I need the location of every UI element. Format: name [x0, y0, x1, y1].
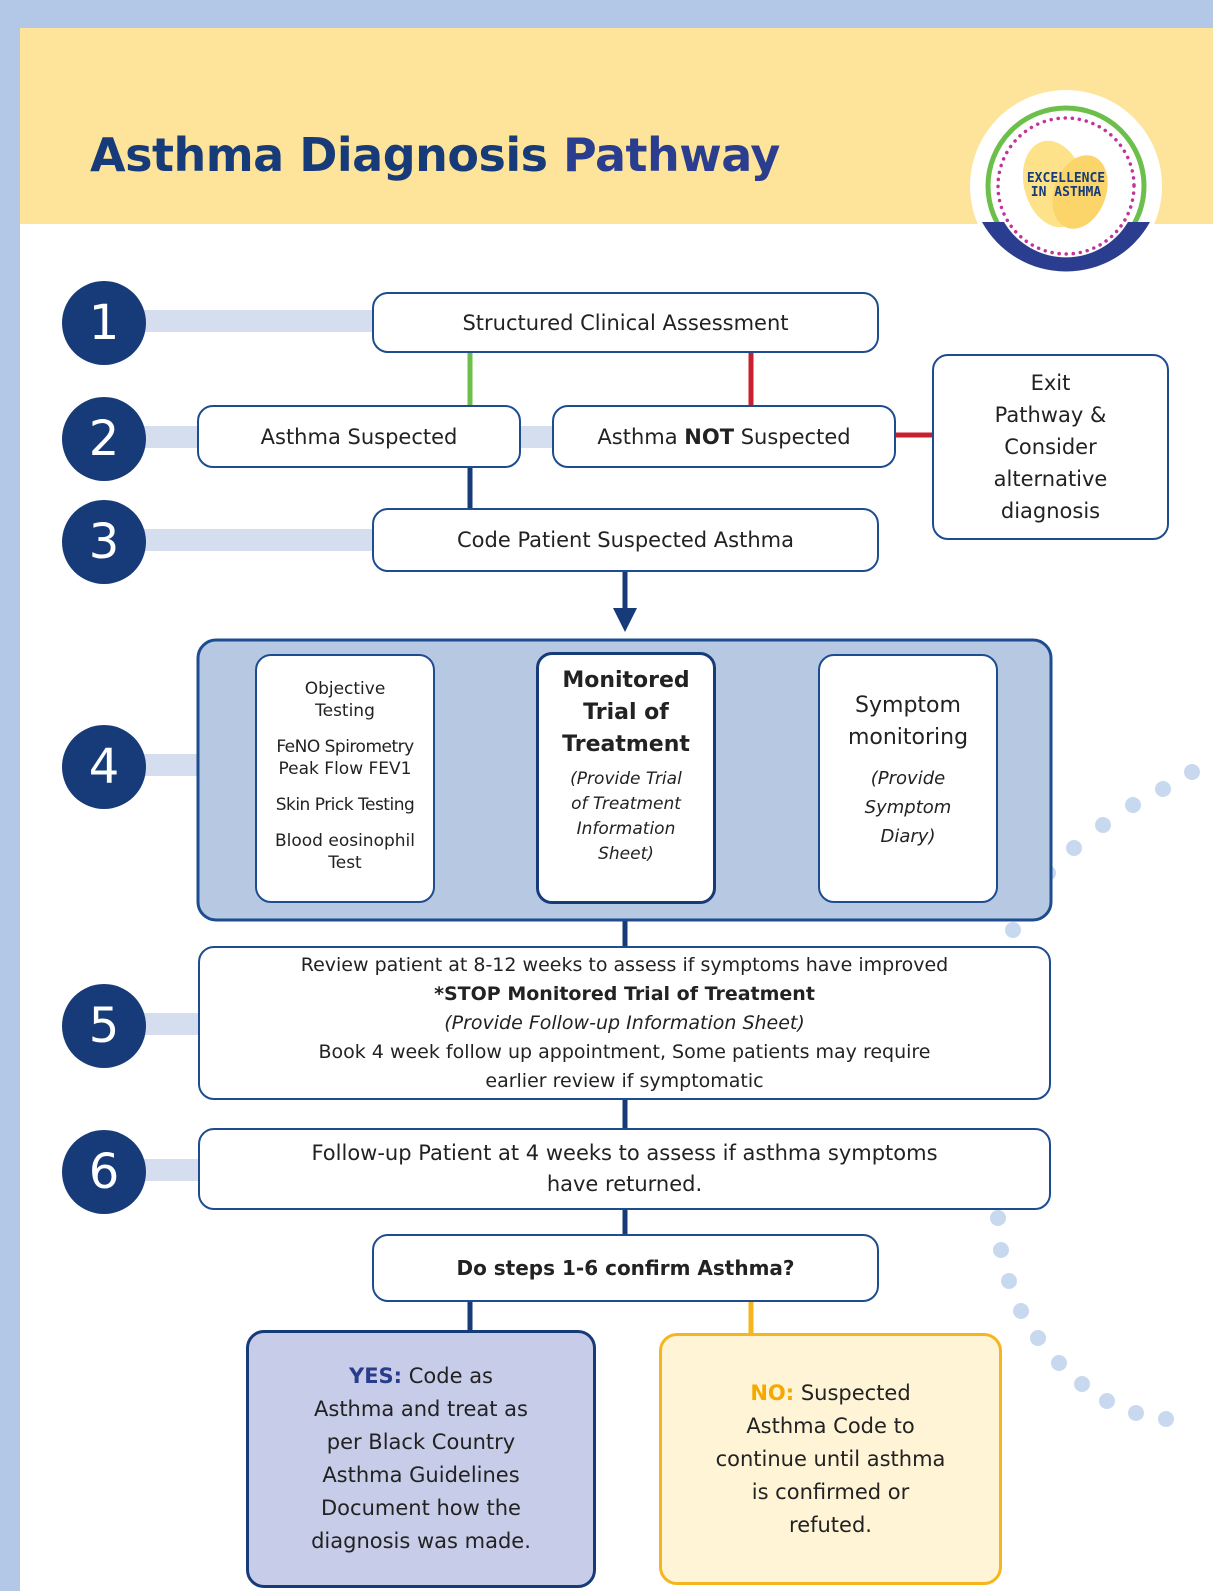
- objective-title-2: Testing: [315, 701, 375, 721]
- exit-pathway-box: Exit Pathway & Consider alternative diag…: [932, 354, 1169, 540]
- symptom-title-1: Symptom: [855, 693, 961, 718]
- not-suspected-pre: Asthma: [597, 424, 685, 449]
- no-outcome-box: NO: Suspected Asthma Code to continue un…: [659, 1333, 1002, 1585]
- yes-text-4: Document how the: [321, 1496, 521, 1520]
- logo-dotted-ring: [996, 116, 1136, 256]
- not-suspected-post: Suspected: [734, 424, 851, 449]
- no-text-0: Suspected: [794, 1380, 911, 1405]
- code-suspected-box: Code Patient Suspected Asthma: [372, 508, 879, 572]
- no-text-4: refuted.: [789, 1512, 872, 1537]
- page: Asthma Diagnosis Pathway EXCELLENCE IN A…: [20, 28, 1213, 1591]
- yes-text-2: per Black Country: [326, 1430, 516, 1454]
- review-line-1: Review patient at 8-12 weeks to assess i…: [300, 953, 949, 976]
- step-2-badge: 2: [62, 397, 146, 481]
- monitored-note-1: (Provide Trial: [570, 769, 682, 789]
- symptom-note-3: Diary): [880, 826, 936, 847]
- no-text-2: continue until asthma: [715, 1446, 946, 1471]
- exit-line-5: diagnosis: [1000, 499, 1101, 523]
- monitored-trial-box: Monitored Trial of Treatment (Provide Tr…: [536, 652, 716, 904]
- code-suspected-text: Code Patient Suspected Asthma: [457, 528, 794, 552]
- yes-text-3: Asthma Guidelines: [322, 1463, 520, 1487]
- logo-text-line2: IN ASTHMA: [1031, 185, 1102, 200]
- exit-line-3: Consider: [1004, 435, 1097, 459]
- yes-label: YES:: [349, 1364, 403, 1388]
- no-text-3: is confirmed or: [751, 1479, 910, 1504]
- follow-up-line-2: have returned.: [546, 1172, 703, 1196]
- no-label: NO:: [750, 1380, 795, 1405]
- symptom-monitoring-box: Symptom monitoring (Provide Symptom Diar…: [818, 654, 998, 903]
- structured-assessment-text: Structured Clinical Assessment: [462, 310, 789, 335]
- review-patient-box: Review patient at 8-12 weeks to assess i…: [198, 946, 1051, 1100]
- confirm-question-box: Do steps 1-6 confirm Asthma?: [372, 1234, 879, 1302]
- step-3-badge: 3: [62, 500, 146, 584]
- objective-tests-1: FeNO Spirometry: [276, 737, 414, 757]
- step-5-badge: 5: [62, 984, 146, 1068]
- confirm-question-text: Do steps 1-6 confirm Asthma?: [456, 1256, 795, 1280]
- title-part-1: Asthma Diagnosis: [90, 128, 564, 182]
- arrow-down-head: [613, 608, 637, 632]
- objective-testing-box: Objective Testing FeNO Spirometry Peak F…: [255, 654, 435, 903]
- step-6-badge: 6: [62, 1130, 146, 1214]
- asthma-not-suspected-box: Asthma NOT Suspected: [552, 405, 896, 468]
- title-part-2: Pathway: [563, 128, 780, 182]
- excellence-in-asthma-logo: EXCELLENCE IN ASTHMA CHILDREN & YOUNG PE…: [970, 90, 1162, 295]
- review-line-2: *STOP Monitored Trial of Treatment: [434, 982, 815, 1005]
- monitored-title-1: Monitored: [562, 668, 690, 693]
- review-line-4: Book 4 week follow up appointment, Some …: [318, 1040, 931, 1063]
- symptom-note-1: (Provide: [870, 768, 946, 789]
- objective-blood-2: Test: [328, 853, 362, 873]
- exit-line-2: Pathway &: [994, 403, 1107, 427]
- asthma-suspected-text: Asthma Suspected: [260, 424, 458, 449]
- review-line-3: (Provide Follow-up Information Sheet): [444, 1011, 805, 1034]
- logo-blue-band: [982, 222, 1150, 272]
- yes-text-1: Asthma and treat as: [314, 1397, 528, 1421]
- objective-title-1: Objective: [304, 679, 386, 699]
- logo-text-line1: EXCELLENCE: [1027, 171, 1105, 186]
- monitored-note-2: of Treatment: [571, 794, 681, 814]
- review-line-5: earlier review if symptomatic: [485, 1069, 764, 1092]
- symptom-note-2: Symptom: [864, 797, 952, 818]
- follow-up-line-1: Follow-up Patient at 4 weeks to assess i…: [311, 1141, 938, 1165]
- yes-text-0: Code as: [402, 1364, 493, 1388]
- objective-blood-1: Blood eosinophil: [274, 831, 415, 851]
- monitored-title-3: Treatment: [562, 732, 690, 757]
- page-title: Asthma Diagnosis Pathway: [90, 128, 780, 182]
- objective-tests-2: Peak Flow FEV1: [278, 759, 412, 779]
- objective-skin: Skin Prick Testing: [275, 795, 415, 815]
- no-text-1: Asthma Code to: [746, 1413, 915, 1438]
- structured-assessment-box: Structured Clinical Assessment: [372, 292, 879, 353]
- not-suspected-bold: NOT: [684, 424, 735, 449]
- asthma-suspected-box: Asthma Suspected: [197, 405, 521, 468]
- monitored-note-4: Sheet): [598, 844, 654, 864]
- yes-text-5: diagnosis was made.: [311, 1529, 531, 1553]
- logo-yellow-shape-2: [1052, 155, 1108, 229]
- monitored-note-3: Information: [576, 819, 676, 839]
- yes-outcome-box: YES: Code as Asthma and treat as per Bla…: [246, 1330, 596, 1588]
- exit-line-4: alternative: [993, 467, 1108, 491]
- symptom-title-2: monitoring: [847, 725, 969, 750]
- follow-up-box: Follow-up Patient at 4 weeks to assess i…: [198, 1128, 1051, 1210]
- yes-line-1: YES: Code as: [349, 1360, 493, 1393]
- exit-line-1: Exit: [1030, 371, 1071, 395]
- step-1-badge: 1: [62, 281, 146, 365]
- monitored-title-2: Trial of: [583, 700, 669, 725]
- step-4-badge: 4: [62, 725, 146, 809]
- no-line-1: NO: Suspected: [750, 1377, 910, 1410]
